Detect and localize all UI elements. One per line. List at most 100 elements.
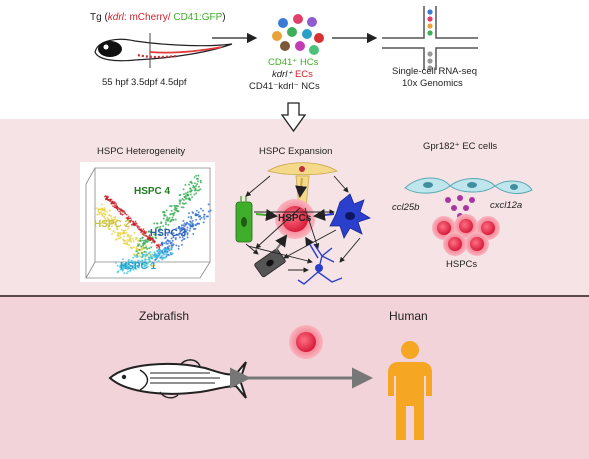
scatter-point bbox=[157, 260, 160, 263]
scatter-point bbox=[108, 209, 111, 212]
scatter-point bbox=[118, 210, 121, 213]
scatter-point bbox=[115, 206, 118, 209]
scatter-point bbox=[98, 208, 101, 211]
scatter-point bbox=[196, 183, 199, 186]
scatter-point bbox=[98, 219, 101, 222]
scatter-point bbox=[149, 263, 152, 266]
scatter-point bbox=[202, 221, 205, 224]
scatter-point bbox=[194, 187, 197, 190]
scatter-point bbox=[175, 227, 178, 230]
scatter-point bbox=[189, 223, 191, 226]
scatter-point bbox=[137, 262, 140, 265]
scatter-point bbox=[194, 182, 196, 185]
scatter-point bbox=[126, 272, 128, 275]
scatter-point bbox=[192, 233, 195, 235]
scatter-point bbox=[171, 252, 174, 255]
scatter-point bbox=[103, 207, 106, 210]
scatter-point bbox=[198, 215, 201, 218]
scatter-point bbox=[96, 213, 99, 216]
scatter-point bbox=[127, 244, 130, 246]
population-ncs-label: CD41⁻kdrl⁻ NCs bbox=[249, 81, 320, 92]
scatter-point bbox=[135, 261, 138, 264]
cluster-hspc3-label: HSPC 3 bbox=[150, 228, 187, 239]
scatter-point bbox=[197, 211, 200, 214]
scatter-point bbox=[145, 231, 148, 233]
scatter-point bbox=[140, 230, 143, 232]
scatter-point bbox=[195, 192, 198, 195]
scatter-point bbox=[116, 227, 119, 230]
scatter-point bbox=[186, 191, 189, 194]
scatter-point bbox=[170, 246, 173, 249]
scatter-point bbox=[157, 254, 160, 257]
scatter-point bbox=[200, 216, 203, 219]
scatter-point bbox=[114, 216, 117, 219]
scatter-point bbox=[195, 218, 198, 221]
scatter-point bbox=[182, 206, 185, 209]
cluster-hspc2-label: HSPC 2 bbox=[94, 219, 131, 230]
scatter-point bbox=[129, 265, 132, 268]
scatter-point bbox=[121, 210, 124, 212]
scatter-point bbox=[158, 252, 161, 255]
ccl25b-label: ccl25b bbox=[392, 202, 420, 213]
scatter-point bbox=[153, 264, 156, 267]
scatter-point bbox=[189, 187, 192, 190]
scatter-point bbox=[101, 214, 104, 217]
scatter-point bbox=[164, 221, 167, 224]
scatter-point bbox=[199, 181, 202, 184]
scatter-point bbox=[188, 183, 190, 186]
scatter-point bbox=[149, 260, 151, 263]
scatter-point bbox=[197, 180, 199, 183]
scatter-point bbox=[196, 222, 199, 225]
scatter-point bbox=[138, 228, 140, 231]
scatter-point bbox=[162, 217, 165, 220]
scatter-point bbox=[182, 188, 185, 191]
scatter-point bbox=[167, 242, 169, 245]
scatter-point bbox=[150, 241, 153, 244]
scatter-point bbox=[145, 246, 148, 249]
scatter-point bbox=[174, 209, 177, 212]
scatter-point bbox=[123, 263, 125, 266]
scatter-point bbox=[182, 238, 185, 241]
scatter-point bbox=[98, 211, 101, 214]
scatter-point bbox=[193, 189, 196, 192]
scatter-point bbox=[151, 239, 154, 242]
scatter-point bbox=[123, 272, 126, 275]
process-down-arrow-icon bbox=[280, 102, 307, 133]
scatter-point bbox=[149, 231, 152, 234]
scatter-point bbox=[159, 244, 162, 247]
scatter-point bbox=[120, 208, 122, 211]
cluster-hspc4-label: HSPC 4 bbox=[134, 186, 171, 197]
scatter-point bbox=[193, 193, 196, 196]
scatter-point bbox=[143, 260, 146, 263]
scatter-point bbox=[179, 230, 182, 232]
scatter-point bbox=[127, 258, 130, 261]
scatter-point bbox=[135, 245, 138, 248]
scatter-point bbox=[209, 209, 212, 212]
scatter-point bbox=[192, 228, 195, 230]
scatter-point bbox=[119, 232, 122, 235]
band-divider bbox=[0, 295, 589, 297]
scatter-point bbox=[172, 234, 175, 237]
scatter-point bbox=[127, 262, 130, 265]
scatter-point bbox=[143, 263, 146, 266]
scatter-point bbox=[141, 248, 144, 251]
scatter-point bbox=[97, 208, 100, 211]
scatter-point bbox=[125, 217, 128, 219]
scatter-point bbox=[188, 212, 190, 215]
scatter-point bbox=[198, 185, 200, 188]
scatter-point bbox=[144, 239, 147, 242]
cluster-hspc1-label: HSPC 1 bbox=[120, 261, 157, 272]
scatter-point bbox=[153, 233, 156, 236]
scatter-point bbox=[175, 244, 178, 247]
scatter-point bbox=[138, 249, 141, 251]
scatter-point bbox=[127, 218, 129, 221]
scatter-point bbox=[180, 206, 183, 209]
scatter-point bbox=[132, 240, 135, 243]
scatter-point bbox=[195, 184, 197, 187]
scatter-point bbox=[101, 207, 104, 210]
scatter-point bbox=[168, 248, 171, 251]
tg-prefix: Tg ( bbox=[90, 12, 108, 23]
scatter-point bbox=[137, 225, 139, 228]
tg-suffix: ) bbox=[222, 12, 226, 23]
